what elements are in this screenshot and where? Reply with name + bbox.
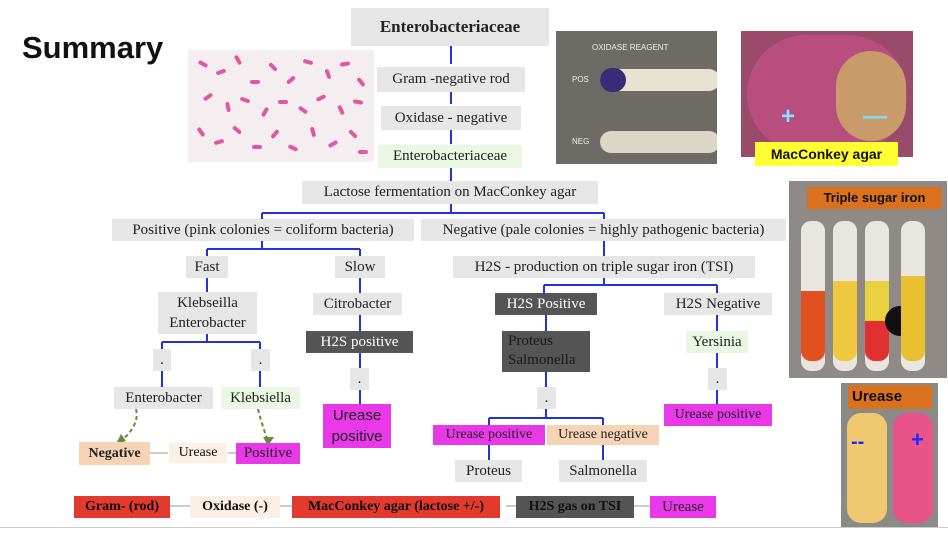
summary-gram-rod: Gram- (rod) [74,496,170,518]
node-citrobacter: Citrobacter [313,293,402,315]
node-h2s-negative: H2S Negative [664,293,772,315]
summary-urease: Urease [650,496,716,518]
node-enterobacter: Enterobacter [114,387,213,409]
node-urease-negative-salmonella: Urease negative [547,425,659,445]
macconkey-minus-sign: — [863,103,887,130]
node-yersinia: Yersinia [686,331,748,353]
gram-stain-micrograph [188,50,374,162]
node-urease-positive-yersinia: Urease positive [664,404,772,426]
footer-divider [0,527,948,528]
node-h2s-production-tsi: H2S - production on triple sugar iron (T… [453,256,755,278]
urease-plus-sign: + [911,427,924,452]
node-urease-positive-citrobacter: Urease positive [323,404,391,448]
swab-positive-tip [600,68,626,92]
node-klebseilla-enterobacter: Klebseilla Enterobacter [158,292,257,334]
node-proteus: Proteus [455,460,522,482]
oxidase-pos-label: POS [572,75,589,84]
triple-sugar-iron-photo [789,181,947,378]
oxidase-neg-label: NEG [572,137,590,146]
node-lactose-negative: Negative (pale colonies = highly pathoge… [421,219,786,241]
node-fast: Fast [186,256,228,278]
node-klebsiella: Klebsiella [221,387,300,409]
summary-oxidase: Oxidase (-) [190,496,280,518]
node-salmonella: Salmonella [559,460,647,482]
node-h2s-positive-citrobacter: H2S positive [306,331,413,353]
node-root-enterobacteriaceae: Enterobacteriaceae [351,8,549,46]
node-lactose-positive: Positive (pink colonies = coliform bacte… [112,219,414,241]
node-dot-citrobacter: . [350,368,369,390]
summary-h2s-gas: H2S gas on TSI [516,496,634,518]
node-negative-result: Negative [79,442,150,465]
urease-minus-sign: -- [851,431,865,453]
node-lactose-fermentation: Lactose fermentation on MacConkey agar [302,181,598,204]
node-oxidase-negative: Oxidase - negative [381,106,521,130]
urease-label: Urease [848,385,932,409]
summary-macconkey: MacConkey agar (lactose +/-) [292,496,500,518]
node-slow: Slow [335,256,385,278]
macconkey-label: MacConkey agar [755,142,898,166]
macconkey-agar-photo: + — [741,31,913,157]
swab-positive [600,69,717,91]
node-dot-yersinia: . [708,368,727,390]
macconkey-plus-sign: + [781,103,796,130]
tsi-label: Triple sugar iron [807,187,942,209]
node-h2s-positive: H2S Positive [495,293,597,315]
node-dot-proteus-salmonella: . [537,387,556,409]
swab-negative [600,131,717,153]
slide-title: Summary [22,30,164,65]
oxidase-title-label: OXIDASE REAGENT [592,43,669,52]
oxidase-reagent-photo: OXIDASE REAGENT POS NEG [556,31,717,164]
node-gram-negative-rod: Gram -negative rod [377,67,525,92]
node-urease-test: Urease [169,443,227,463]
node-dot-klebsiella: . [251,349,270,371]
node-enterobacteriaceae-family: Enterobacteriaceae [378,145,522,168]
node-dot-enterobacter: . [153,349,171,371]
node-positive-result: Positive [236,443,300,464]
node-urease-positive-proteus: Urease positive [433,425,545,445]
node-proteus-salmonella: Proteus Salmonella [502,331,590,372]
